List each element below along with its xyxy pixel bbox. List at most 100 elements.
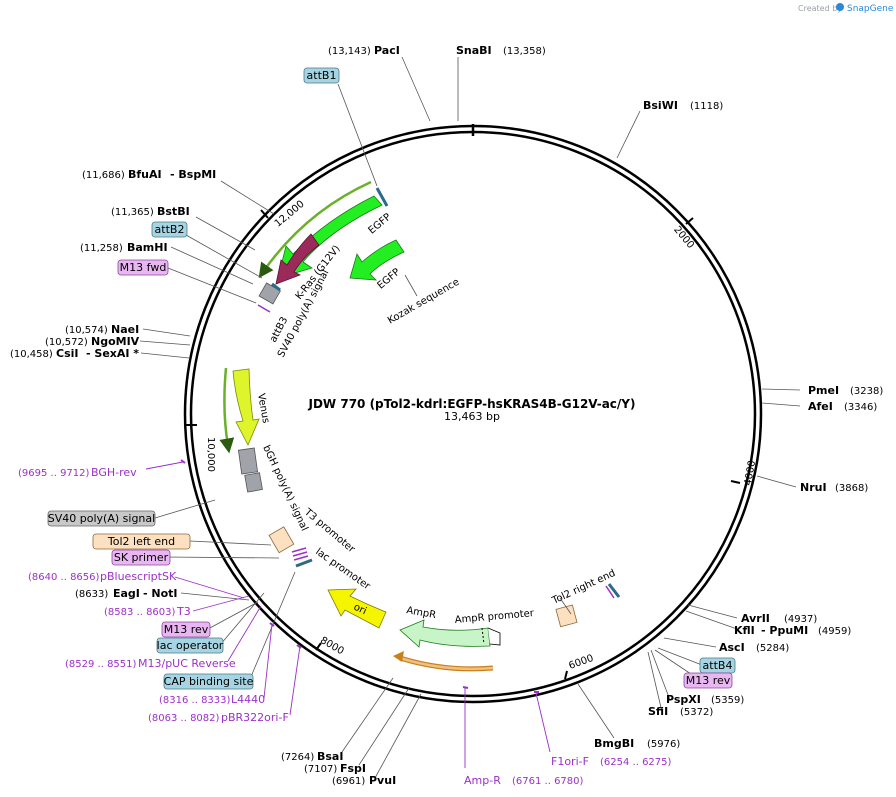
tag-m13rev-left[interactable]: M13 rev: [161, 621, 211, 638]
watermark-prefix: Created by: [798, 4, 842, 13]
site-avrii-pos: (4937): [784, 614, 817, 625]
feature-tol2-right[interactable]: [555, 604, 578, 628]
site-bsiwi-pos: (1118): [690, 101, 723, 112]
tag-lac-operator[interactable]: lac operator: [156, 637, 224, 654]
site-sexai-name: - SexAI *: [86, 347, 139, 360]
feature-attb1-marker: [375, 187, 389, 207]
tag-sv40[interactable]: SV40 poly(A) signal: [47, 510, 156, 527]
plasmid-title: JDW 770 (pTol2-kdrl:EGFP-hsKRAS4B-G12V-a…: [308, 397, 636, 411]
site-kfli-name: KflI: [734, 624, 755, 637]
primer-pbs-pos: (8640 .. 8656): [28, 572, 100, 583]
tag-attb2-text: attB2: [155, 223, 185, 236]
watermark-brand: SnapGene: [847, 4, 894, 14]
primer-ampr-name: Amp-R: [464, 774, 501, 787]
site-eagi-pos: (8633): [75, 589, 108, 600]
orf-arrow-outer: [258, 180, 372, 279]
feature-polya-block[interactable]: [244, 472, 263, 493]
site-pspxi-name: PspXI: [666, 693, 701, 706]
site-csii-name: CsiI: [56, 347, 78, 360]
site-csii-pos: (10,458): [10, 349, 53, 360]
label-t3-promoter: T3 promoter: [301, 506, 357, 556]
tag-m13rev-right[interactable]: M13 rev: [683, 672, 733, 689]
label-lac-promoter: lac promoter: [313, 546, 372, 592]
site-snabi-pos: (13,358): [503, 46, 546, 57]
feature-egfp-inner[interactable]: [349, 239, 405, 281]
primer-bgh-pos: (9695 .. 9712): [18, 468, 90, 479]
site-pvui-name: PvuI: [369, 774, 396, 787]
bp-ticks: [186, 209, 741, 680]
label-venus: Venus: [255, 393, 271, 425]
primer-ampr-pos: (6761 .. 6780): [512, 776, 584, 787]
primer-bgh-name: BGH-rev: [91, 466, 137, 479]
tag-tol2-left-text: Tol2 left end: [107, 535, 175, 548]
site-pmei-pos: (3238): [850, 386, 883, 397]
label-egfp-1: EGFP: [367, 212, 394, 237]
primer-pbs-name: pBluescriptSK: [100, 570, 177, 583]
site-naei-name: NaeI: [111, 323, 139, 336]
site-pspxi-pos: (5359): [711, 695, 744, 706]
tag-cap-binding-site[interactable]: CAP binding site: [163, 673, 254, 690]
site-bspmi-name: - BspMI: [170, 168, 216, 181]
feature-attb4-marker: [607, 583, 621, 598]
site-bamhi-name: BamHI: [127, 241, 168, 254]
site-bsai-name: BsaI: [317, 750, 343, 763]
site-bamhi-pos: (11,258): [80, 243, 123, 254]
feature-attb2-marker: [271, 282, 281, 292]
site-nrui-name: NruI: [800, 481, 827, 494]
feature-ori[interactable]: [327, 588, 387, 629]
tag-attb2[interactable]: attB2: [151, 221, 188, 238]
tag-tol2-left[interactable]: Tol2 left end: [92, 533, 191, 550]
tag-m13fwd[interactable]: M13 fwd: [117, 259, 169, 276]
snapgene-logo-icon: [836, 3, 844, 11]
tick-label-4000: 4000: [743, 460, 758, 487]
tag-m13fwd-text: M13 fwd: [120, 261, 167, 274]
site-nrui-pos: (3868): [835, 483, 868, 494]
primer-leader-lines: [145, 461, 551, 768]
site-afei-name: AfeI: [808, 400, 833, 413]
feature-m13fwd-marker: [257, 304, 271, 313]
label-ori: ori: [352, 602, 368, 617]
site-bsai-pos: (7264): [281, 752, 314, 763]
feature-kras[interactable]: [275, 233, 320, 285]
site-fspi-pos: (7107): [304, 764, 337, 775]
site-paci-name: PacI: [374, 44, 400, 57]
site-bmgbi-name: BmgBI: [594, 737, 634, 750]
feature-venus[interactable]: [232, 368, 260, 446]
primer-l4440-name: L4440: [231, 693, 265, 706]
site-naei-pos: (10,574): [65, 325, 108, 336]
leader-kozak: [404, 274, 418, 297]
site-ppumi-name: - PpuMI: [761, 624, 808, 637]
tag-sk-primer[interactable]: SK primer: [111, 549, 171, 566]
site-asci-pos: (5284): [756, 643, 789, 654]
site-bstbi-name: BstBI: [157, 205, 190, 218]
primer-m13puc-name: M13/pUC Reverse: [138, 657, 236, 670]
feature-bgh-block[interactable]: [237, 447, 259, 475]
tag-attb4[interactable]: attB4: [699, 657, 736, 674]
site-pvui-pos: (6961): [332, 776, 365, 787]
primer-t3-pos: (8583 .. 8603): [104, 607, 176, 618]
orf-arrow-venus: [219, 367, 235, 454]
feature-tol2-left[interactable]: [268, 526, 295, 554]
primer-pbr-name: pBR322ori-F: [221, 711, 289, 724]
feature-m13rev-marker: [605, 585, 615, 599]
tag-sk-primer-text: SK primer: [114, 551, 169, 564]
primer-f1-name: F1ori-F: [551, 755, 589, 768]
site-asci-name: AscI: [719, 641, 745, 654]
tag-attb1[interactable]: attB1: [303, 67, 340, 84]
site-snabi-name: SnaBI: [456, 44, 492, 57]
label-bgh: bGH poly(A) signal: [260, 444, 309, 533]
tag-sv40-text: SV40 poly(A) signal: [48, 512, 155, 525]
site-noti-name: - NotI: [143, 587, 178, 600]
tag-attb4-text: attB4: [703, 659, 733, 672]
site-pmei-name: PmeI: [808, 384, 839, 397]
site-ngomiv-pos: (10,572): [45, 337, 88, 348]
site-afei-pos: (3346): [844, 402, 877, 413]
site-eagi-name: EagI: [113, 587, 140, 600]
primer-t3-name: T3: [176, 605, 191, 618]
site-avrii-name: AvrII: [741, 612, 770, 625]
feature-ampr[interactable]: [399, 619, 501, 648]
site-bfuai-pos: (11,686): [82, 170, 125, 181]
tag-attb1-text: attB1: [307, 69, 337, 82]
label-kozak: Kozak sequence: [386, 277, 461, 327]
